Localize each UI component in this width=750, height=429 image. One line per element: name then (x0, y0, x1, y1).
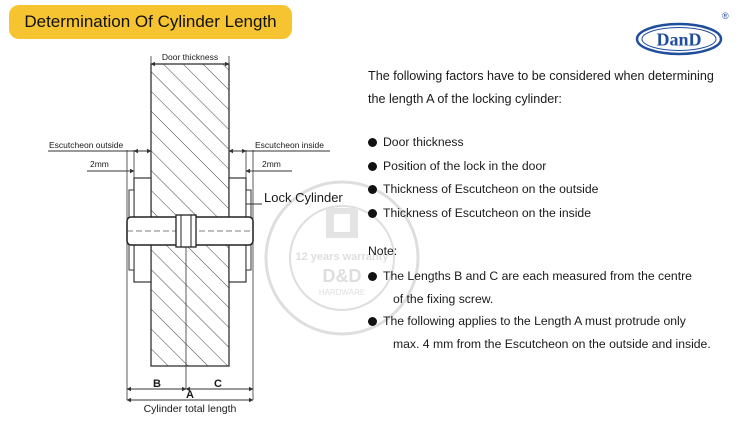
door-thickness-label: Door thickness (162, 52, 218, 62)
bullet-icon (368, 161, 377, 171)
list-item: The following applies to the Length A mu… (368, 310, 718, 355)
total-length-label: Cylinder total length (144, 403, 237, 415)
dim-a-label: A (186, 389, 194, 401)
brand-logo: DanD (635, 22, 723, 56)
bullet-icon (368, 208, 377, 218)
gap-right-label: 2mm (262, 159, 281, 169)
list-item: Thickness of Escutcheon on the outside (368, 178, 598, 202)
escutcheon-inside-label: Escutcheon inside (255, 140, 324, 150)
list-item: Thickness of Escutcheon on the inside (368, 202, 598, 226)
list-item: The Lengths B and C are each measured fr… (368, 265, 718, 310)
lock-cylinder-cam (175, 214, 197, 248)
bullet-icon (368, 317, 377, 326)
gap-left-label: 2mm (90, 159, 109, 169)
bullet-icon (368, 185, 377, 194)
note-heading: Note: (368, 244, 398, 258)
escutcheon-outside-label: Escutcheon outside (49, 140, 123, 150)
intro-text: The following factors have to be conside… (368, 69, 714, 106)
logo-text: DanD (656, 30, 701, 50)
registered-mark: ® (722, 11, 729, 21)
note-list: The Lengths B and C are each measured fr… (368, 265, 718, 355)
factor-list: Door thickness Position of the lock in t… (368, 131, 598, 225)
list-item: Position of the lock in the door (368, 155, 598, 179)
bullet-icon (368, 138, 377, 147)
page-title: Determination Of Cylinder Length (9, 5, 292, 39)
list-item: Door thickness (368, 131, 598, 155)
bullet-icon (368, 272, 377, 281)
lock-cylinder-label: Lock Cylinder (264, 190, 343, 205)
dim-c-label: C (214, 378, 222, 390)
dim-b-label: B (153, 378, 161, 390)
